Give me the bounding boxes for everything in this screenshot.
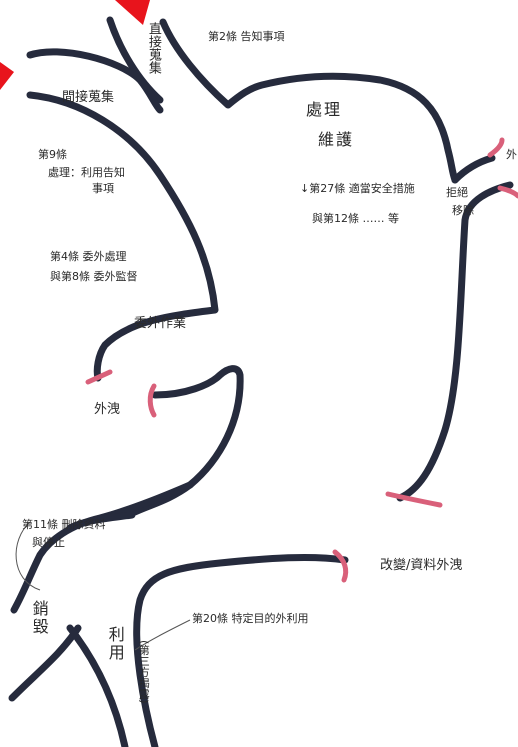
flow-line-right-connector	[451, 154, 496, 184]
label-indirect-collect: 間接蒐集	[62, 90, 115, 105]
flow-line-bottom-left	[8, 624, 82, 702]
label-art9-a: 第9條	[38, 148, 67, 161]
label-art20: 第20條 特定目的外利用	[192, 612, 309, 625]
label-art4-b: 與第8條 委外監督	[50, 270, 138, 283]
label-processing: 處理	[306, 100, 343, 119]
label-refuse2: 移除	[452, 204, 474, 217]
flow-line-left-arc	[26, 91, 219, 382]
flow-line-top-right	[159, 18, 459, 184]
label-leak: 外洩	[94, 402, 121, 417]
cut-mark-right-mid	[497, 185, 518, 199]
label-refuse: 拒絕	[446, 186, 468, 199]
label-destroy: 銷毀	[29, 600, 49, 636]
red-arrow-left	[0, 62, 14, 90]
flow-line-bottom-stem	[66, 511, 136, 532]
label-outsource: 委外作業	[134, 316, 187, 331]
cut-mark-bottom-right	[332, 549, 349, 583]
label-art2-notice: 第2條 告知事項	[208, 30, 285, 43]
label-right-edge: 外	[506, 148, 517, 161]
red-arrow-top	[115, 0, 150, 25]
flow-line-bottom-right	[133, 553, 349, 747]
label-modify: 改變/資料外洩	[380, 558, 463, 573]
flow-line-top-branch	[26, 48, 164, 114]
label-art12: 與第12條 …… 等	[312, 212, 399, 225]
label-maintain: 維護	[318, 130, 355, 149]
label-direct-collect: 直接蒐集	[145, 22, 161, 74]
label-art11-b: 與停止	[32, 536, 65, 549]
leader-line-destroy	[15, 521, 41, 591]
label-art9-b: 處理：利用告知	[48, 166, 125, 179]
cut-mark-outsource	[85, 369, 113, 385]
cut-mark-right-top	[487, 137, 505, 158]
label-art27: ↓第27條 適當安全措施	[300, 182, 415, 195]
flow-line-right-vessel	[396, 181, 514, 502]
leader-line-use	[134, 619, 191, 651]
label-art11-a: 第11條 刪除資料	[22, 518, 106, 531]
label-use: 利用	[105, 626, 125, 662]
label-art4-a: 第4條 委外處理	[50, 250, 127, 263]
label-third-party: (第三方揭露)	[137, 640, 151, 704]
flow-line-bottom-center	[66, 624, 129, 747]
cut-mark-right-bottom	[385, 491, 443, 508]
cut-mark-leak	[147, 383, 157, 418]
label-art9-c: 事項	[92, 182, 114, 195]
